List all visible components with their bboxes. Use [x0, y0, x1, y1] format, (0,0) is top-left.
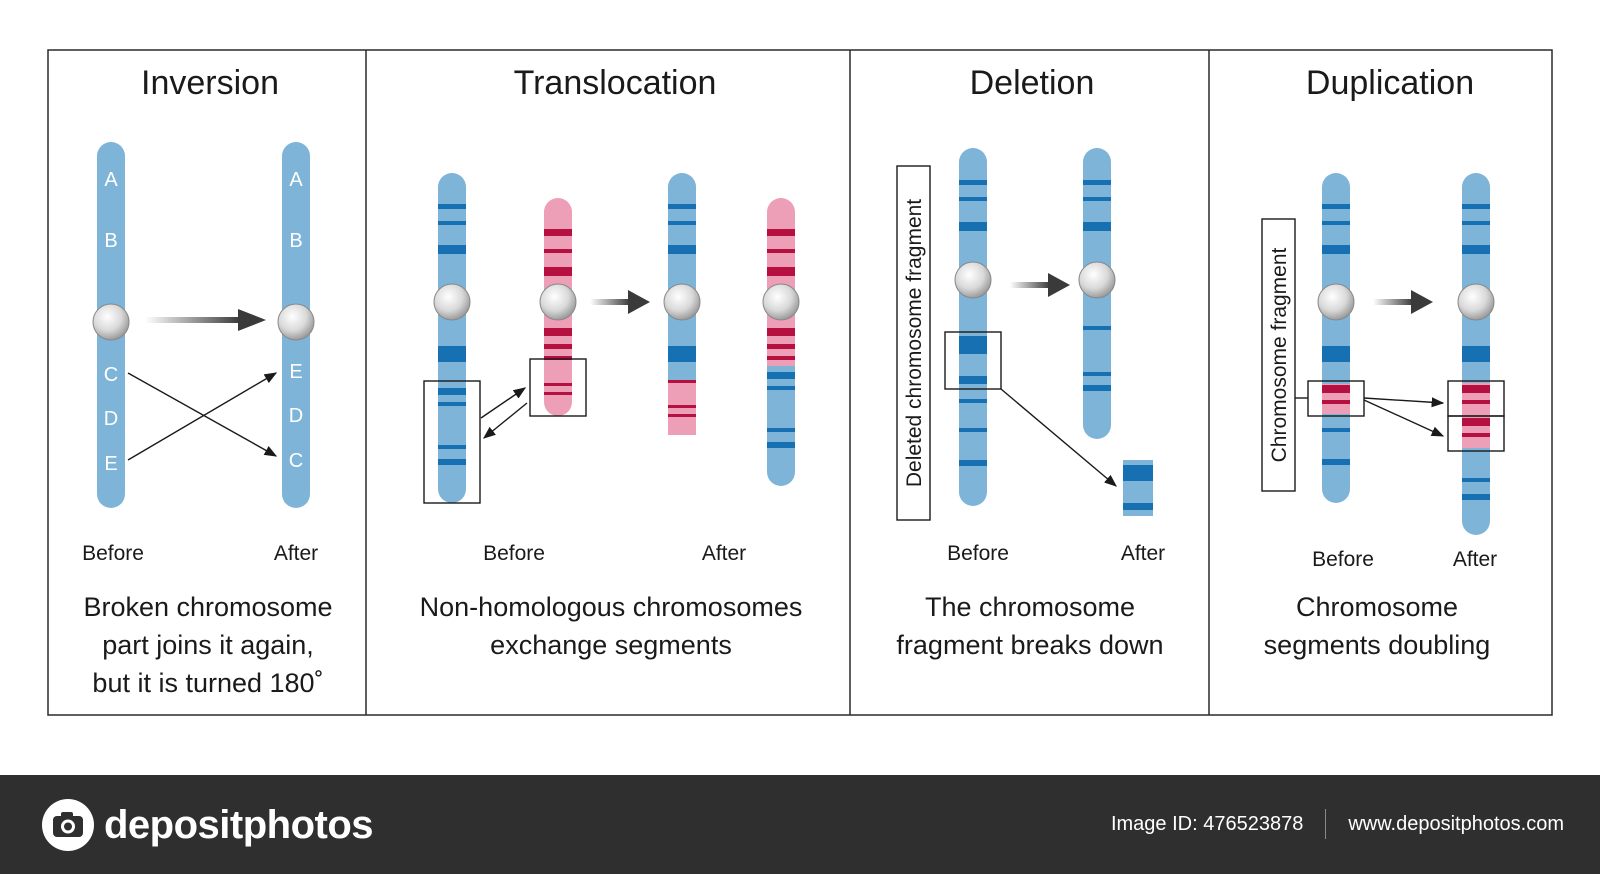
inversion-after-letter-e: E [289, 361, 302, 383]
translocation-arrow-shaft [590, 299, 630, 305]
panel-title-duplication: Duplication [1306, 64, 1474, 102]
chromosome-mutations-diagram: Inversion A B C D E A B E D C Before Aft… [47, 49, 1553, 716]
inversion-caption-line-1: Broken chromosome [83, 592, 332, 622]
inversion-after-centromere [277, 303, 315, 341]
panel-duplication: Duplication Chromosome fragment [1261, 64, 1505, 660]
deletion-fragment-box [944, 331, 1002, 390]
duplication-before-centromere [1317, 283, 1355, 321]
deletion-before-chromosome [959, 148, 987, 506]
brand-logo[interactable]: depositphotos [40, 797, 374, 853]
translocation-before-label: Before [483, 542, 545, 565]
deletion-before-centromere [954, 261, 992, 299]
translocation-after-blue-chromosome [668, 173, 696, 435]
inversion-before-centromere [92, 303, 130, 341]
deletion-after-centromere [1078, 261, 1116, 299]
translocation-exchange-arrow-2 [483, 402, 528, 439]
deletion-arrow-head [1048, 273, 1070, 297]
inversion-cross-arrow-2 [127, 372, 278, 461]
inversion-after-letter-c: C [289, 450, 303, 472]
duplication-before-chromosome [1322, 173, 1350, 503]
translocation-after-blue-centromere [663, 283, 701, 321]
duplication-after-centromere [1457, 283, 1495, 321]
inversion-caption-line-2: part joins it again, [102, 630, 314, 660]
translocation-caption-line-1: Non-homologous chromosomes [420, 592, 803, 622]
duplication-arrow-2 [1363, 399, 1445, 437]
deletion-fragment-arrow [1000, 388, 1117, 487]
duplication-arrow-shaft [1373, 299, 1413, 305]
deletion-detached-fragment [1123, 460, 1153, 516]
inversion-caption-line-3: but it is turned 180˚ [92, 668, 323, 698]
inversion-before-label: Before [82, 542, 144, 565]
panel-deletion: Deletion Deleted chromosome fragment [896, 64, 1165, 660]
translocation-before-blue-centromere [433, 283, 471, 321]
translocation-before-pink-centromere [539, 283, 577, 321]
deletion-side-label-box [896, 165, 931, 521]
translocation-caption-line-2: exchange segments [490, 630, 732, 660]
deletion-arrow-shaft [1010, 282, 1050, 288]
panel-title-deletion: Deletion [970, 64, 1095, 102]
inversion-before-letter-b: B [104, 230, 117, 252]
panel-title-inversion: Inversion [141, 64, 279, 102]
duplication-arrow-1 [1363, 397, 1445, 408]
deletion-side-label: Deleted chromosome fragment [903, 199, 926, 487]
duplication-caption-line-1: Chromosome [1296, 592, 1458, 622]
deletion-after-label: After [1121, 542, 1165, 565]
brand-name: depositphotos [104, 802, 374, 847]
inversion-before-letter-d: D [104, 408, 118, 430]
inversion-arrow-head [238, 309, 266, 331]
translocation-exchange-arrow-1 [480, 387, 527, 419]
panels-outer-frame [47, 49, 1553, 716]
translocation-before-blue-chromosome [438, 173, 466, 503]
deletion-caption-line-1: The chromosome [925, 592, 1135, 622]
image-id: Image ID: 476523878 [1110, 812, 1304, 835]
duplication-before-label: Before [1312, 548, 1374, 571]
inversion-after-letter-d: D [289, 405, 303, 427]
translocation-after-pink-centromere [762, 283, 800, 321]
deletion-caption-line-2: fragment breaks down [896, 630, 1163, 660]
duplication-caption-line-2: segments doubling [1264, 630, 1491, 660]
translocation-arrow-head [628, 290, 650, 314]
inversion-before-letter-a: A [104, 169, 118, 191]
inversion-before-letter-c: C [104, 364, 118, 386]
footer-bar: depositphotos Image ID: 476523878 www.de… [0, 775, 1600, 874]
inversion-before-letter-e: E [104, 453, 117, 475]
duplication-side-label-box [1261, 218, 1296, 492]
panel-inversion: Inversion A B C D E A B E D C Before Aft… [82, 64, 332, 698]
website-link[interactable]: www.depositphotos.com [1348, 812, 1564, 835]
inversion-after-letter-b: B [289, 230, 302, 252]
camera-icon [40, 797, 96, 853]
footer-meta: Image ID: 476523878 www.depositphotos.co… [1111, 809, 1564, 839]
inversion-arrow-shaft [145, 317, 240, 323]
deletion-before-label: Before [947, 542, 1009, 565]
duplication-after-chromosome [1462, 173, 1490, 535]
panel-title-translocation: Translocation [514, 64, 717, 102]
translocation-after-pink-chromosome [767, 198, 795, 486]
translocation-after-label: After [702, 542, 746, 565]
duplication-side-label: Chromosome fragment [1268, 247, 1291, 462]
translocation-pink-segment-box [529, 358, 587, 417]
inversion-cross-arrow-1 [127, 372, 278, 457]
footer-divider [1325, 809, 1327, 839]
inversion-after-label: After [274, 542, 318, 565]
inversion-after-letter-a: A [289, 169, 303, 191]
duplication-after-box-2 [1447, 415, 1505, 452]
duplication-after-label: After [1453, 548, 1497, 571]
duplication-arrow-head [1411, 290, 1433, 314]
panel-translocation: Translocation [420, 64, 803, 660]
translocation-blue-segment-box [423, 380, 481, 504]
